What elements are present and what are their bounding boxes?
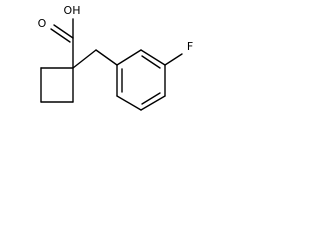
phenyl-bond-2 [140, 49, 166, 66]
phenyl-bond-1 [116, 49, 142, 66]
hydroxyl-label: OH [64, 4, 81, 17]
phenyl-bond-5 [116, 95, 142, 111]
carbonyl-oxygen-label: O [38, 17, 47, 30]
carbonyl-double-bond-outer [53, 24, 74, 39]
phenyl-inner-double-bottom-right [141, 92, 161, 105]
bond-ch2-to-phenyl [95, 49, 118, 66]
cyclobutane-ring [40, 67, 74, 103]
bond-phenyl-to-fluorine [164, 53, 183, 66]
fluorophenyl-ring [116, 49, 166, 111]
fluorine-label: F [187, 40, 193, 53]
carbonyl-double-bond-inner [50, 28, 71, 43]
phenyl-bond-4 [140, 95, 166, 111]
bond-ring-to-ch2 [72, 49, 97, 69]
phenyl-inner-double-top-right [141, 55, 161, 69]
carboxylic-acid-group: O OH [38, 4, 81, 69]
chemical-structure-diagram: O OH F [38, 4, 193, 111]
